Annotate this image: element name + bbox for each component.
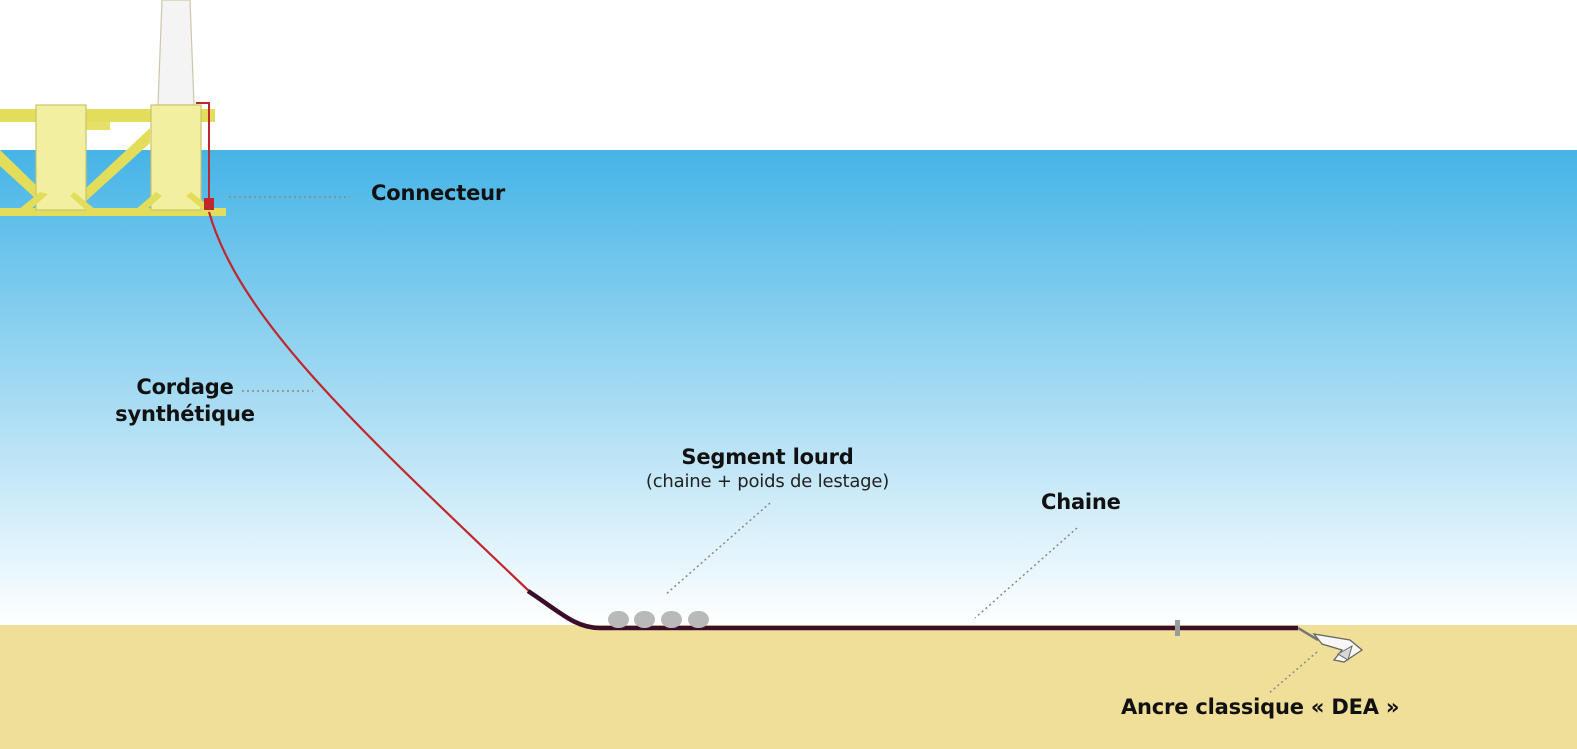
synthetic-rope-label-line2: synthétique xyxy=(115,402,255,426)
seabed xyxy=(0,625,1577,749)
ballast-weights xyxy=(608,611,709,628)
sky xyxy=(0,0,1577,150)
chain-curve xyxy=(526,589,601,631)
synthetic-rope xyxy=(207,211,531,593)
heavy-segment-title: Segment lourd xyxy=(681,445,854,469)
synthetic-rope-label: Cordage synthétique xyxy=(105,375,265,426)
heavy-segment-detail: (chaine + poids de lestage) xyxy=(645,471,890,492)
synthetic-rope-label-line1: Cordage xyxy=(136,375,234,399)
power-cable xyxy=(196,102,210,206)
floating-platform xyxy=(0,104,226,216)
turbine-tower xyxy=(157,0,195,106)
connector xyxy=(204,198,214,210)
dea-anchor xyxy=(1297,626,1364,663)
anchor-label: Ancre classique « DEA » xyxy=(1121,695,1400,719)
sea xyxy=(0,150,1577,625)
connector-label: Connecteur xyxy=(371,181,506,205)
leader-lines xyxy=(229,196,1318,695)
chain-label: Chaine xyxy=(1041,490,1121,514)
chain-shackle xyxy=(1175,620,1180,636)
heavy-segment-label: Segment lourd (chaine + poids de lestage… xyxy=(630,445,905,492)
